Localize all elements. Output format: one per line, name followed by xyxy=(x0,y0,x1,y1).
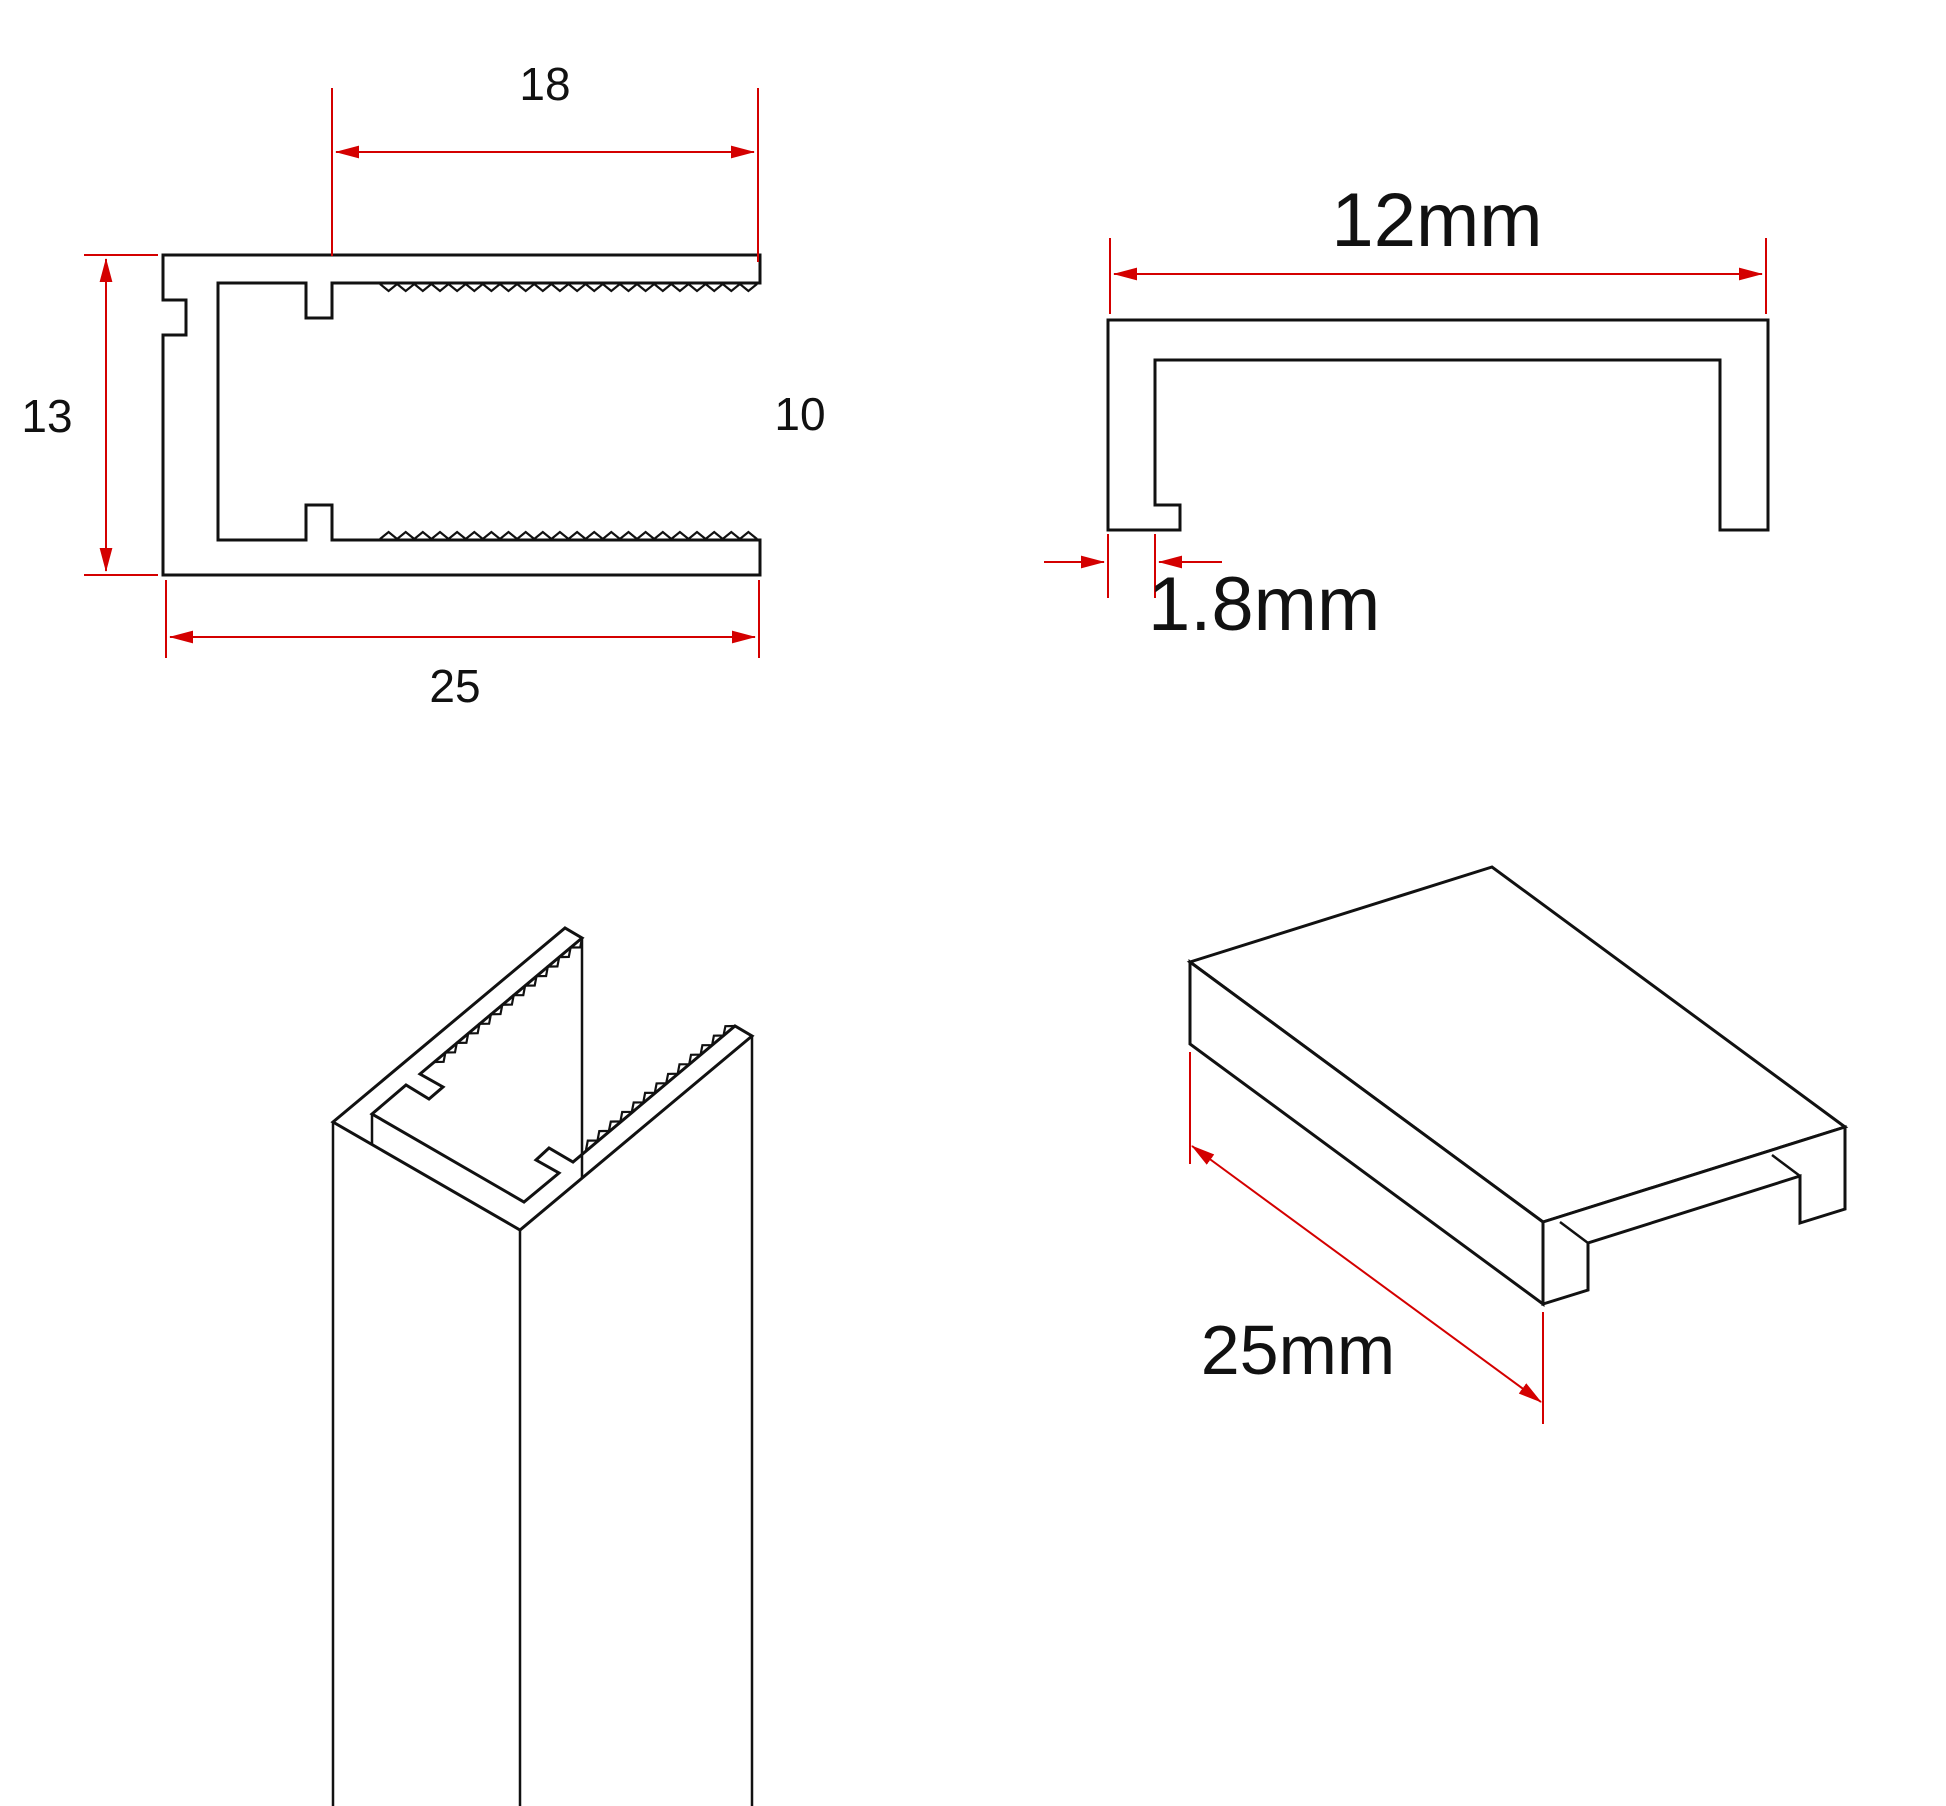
dim-label-bottom-width: 25 xyxy=(429,660,480,712)
knurl-iso-bottom-flange xyxy=(584,1024,736,1151)
knurl-bottom-flange xyxy=(379,530,758,541)
dimension-wall-thickness: 1.8mm xyxy=(1044,534,1380,647)
dimension-bottom-width: 25 xyxy=(165,580,760,712)
knurl-top-flange xyxy=(379,282,758,293)
dim-label-height: 13 xyxy=(21,390,72,442)
cap-iso-notch-edge xyxy=(1771,1154,1801,1177)
cap-section-outline xyxy=(1106,318,1770,532)
dim-label-top-width: 18 xyxy=(519,58,570,110)
dim-line xyxy=(1191,1145,1542,1403)
dim-label-outer-width: 12mm xyxy=(1331,178,1542,263)
profile-section-outline xyxy=(161,253,762,577)
cap-iso-notch-edge xyxy=(1559,1221,1589,1244)
profile-iso-top-face xyxy=(330,926,755,1232)
dimension-outer-width: 12mm xyxy=(1109,178,1767,314)
dim-label-wall-thickness: 1.8mm xyxy=(1148,562,1380,647)
dim-label-opening-height: 10 xyxy=(774,388,825,440)
view-profile-cross-section: 18 13 10 25 xyxy=(21,58,825,712)
knurl-iso-top-flange xyxy=(433,937,584,1064)
view-profile-isometric xyxy=(330,926,755,1806)
dimension-height: 13 xyxy=(21,254,158,576)
dimension-top-width: 18 xyxy=(331,58,759,262)
view-cap-cross-section: 12mm 1.8mm xyxy=(1044,178,1770,647)
dimension-length: 25mm xyxy=(1189,1052,1544,1424)
dim-label-length: 25mm xyxy=(1201,1311,1395,1389)
view-cap-isometric: 25mm xyxy=(1186,865,1849,1424)
